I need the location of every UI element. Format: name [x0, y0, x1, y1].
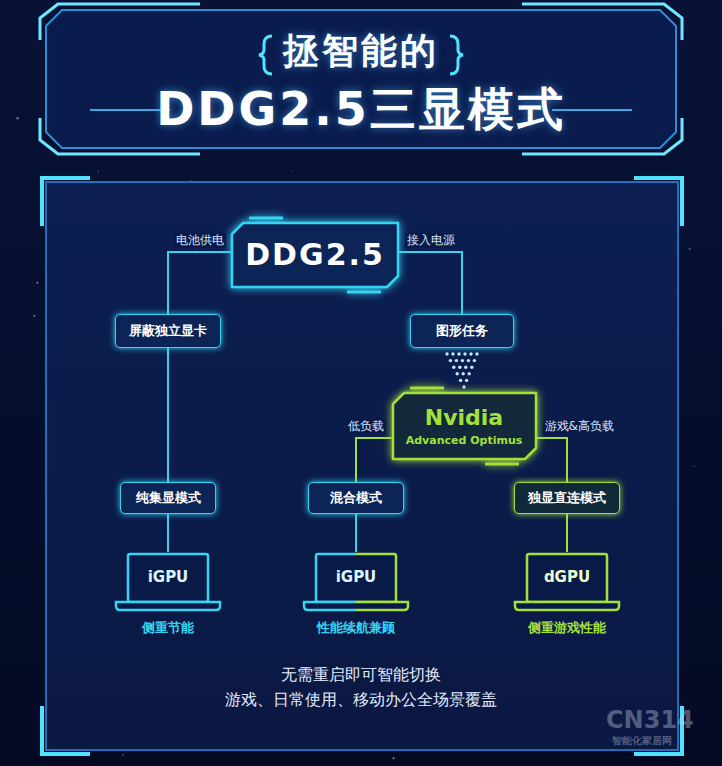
star: [97, 171, 99, 173]
connector: [168, 514, 169, 552]
title: 拯智能的 DDG2.5三显模式: [0, 22, 722, 138]
watermark: CN314: [606, 706, 694, 734]
node-label: Nvidia: [425, 405, 503, 431]
arrow-dot: [465, 379, 468, 382]
mode-box: 纯集显模式: [120, 482, 216, 514]
arrow-dot: [455, 359, 458, 362]
connector-line: [168, 252, 231, 314]
arrow-dot: [475, 352, 478, 355]
arrow-dot: [458, 366, 461, 369]
dot-arrow: [445, 352, 478, 388]
star: [692, 393, 694, 395]
connector: [356, 514, 357, 552]
star: [16, 117, 18, 119]
connector-line: [167, 348, 169, 482]
laptop-base: [116, 602, 220, 610]
laptop-node: iGPU 性能续航兼顾: [296, 552, 416, 638]
arrow-dot: [473, 359, 476, 362]
chip-tab: [347, 291, 381, 294]
arrow-dot: [464, 366, 467, 369]
arrow-dot: [456, 372, 459, 375]
connector-line: [356, 438, 392, 482]
star: [122, 754, 124, 756]
arrow-dot: [459, 379, 462, 382]
node-label: 图形任务: [436, 323, 488, 339]
arrow-dot: [463, 352, 466, 355]
star: [36, 282, 38, 284]
connector-line: [355, 514, 357, 552]
arrow-dot: [470, 366, 473, 369]
panel-corner: [42, 706, 90, 754]
arrow-dot: [469, 352, 472, 355]
bracket: [450, 36, 463, 74]
bracket: [259, 36, 272, 74]
arrow-dot: [445, 352, 448, 355]
main-panel: [46, 182, 678, 750]
edge-label: 低负载: [346, 419, 386, 434]
node-sublabel: Advanced Optimus: [406, 434, 523, 447]
node-sublabel: 性能续航兼顾: [317, 620, 395, 636]
star: [694, 466, 696, 468]
node-sublabel: 侧重游戏性能: [528, 620, 606, 636]
connector: [356, 438, 392, 482]
star: [392, 757, 394, 759]
arrow-dot: [462, 385, 465, 388]
star: [291, 170, 293, 172]
node-label: 屏蔽独立显卡: [129, 323, 207, 339]
laptop-node: iGPU 侧重节能: [108, 552, 228, 638]
connector-line: [167, 514, 169, 552]
connector-line: [537, 438, 568, 482]
panel-corner: [634, 178, 682, 226]
node-label: DDG2.5: [245, 237, 385, 273]
edge-label: 电池供电: [174, 233, 226, 248]
node-label: dGPU: [544, 552, 590, 600]
mode-box: 屏蔽独立显卡: [115, 314, 221, 348]
arrow-dot: [451, 352, 454, 355]
caption: 无需重启即可智能切换 游戏、日常使用、移动办公全场景覆盖: [0, 662, 722, 712]
mode-box: 独显直连模式: [514, 482, 620, 514]
chip-shape: [232, 223, 398, 287]
connector: [168, 348, 169, 482]
node-label: iGPU: [336, 552, 377, 600]
panel-corner: [42, 178, 90, 226]
chip-shape: [393, 393, 536, 459]
panel-corner: [40, 4, 200, 40]
edge-label: 游戏&高负载: [543, 419, 616, 434]
node-label: 混合模式: [330, 490, 382, 506]
arrow-dot: [457, 352, 460, 355]
node-label: 独显直连模式: [528, 490, 606, 506]
chip-box: NvidiaAdvanced Optimus: [392, 392, 537, 460]
arrow-dot: [461, 359, 464, 362]
mode-box: 图形任务: [410, 314, 514, 348]
connector: [168, 252, 231, 314]
laptop-base: [515, 602, 619, 610]
connector: [537, 438, 568, 482]
chip-box: DDG2.5: [231, 222, 399, 288]
arrow-dot: [449, 359, 452, 362]
node-label: 纯集显模式: [136, 490, 201, 506]
connector: [567, 514, 568, 552]
watermark: 智能化家居网: [612, 734, 672, 748]
arrow-dot: [468, 372, 471, 375]
chip-tab: [410, 387, 444, 390]
chip-tab: [485, 463, 519, 466]
connector-line: [566, 514, 568, 552]
laptop-node: dGPU 侧重游戏性能: [507, 552, 627, 638]
node-label: iGPU: [148, 552, 189, 600]
node-sublabel: 侧重节能: [142, 620, 194, 636]
mode-box: 混合模式: [308, 482, 404, 514]
arrow-dot: [467, 359, 470, 362]
chip-tab: [249, 217, 283, 220]
laptop-base: [304, 602, 408, 610]
connector: [399, 252, 462, 314]
star: [689, 248, 691, 250]
connector-line: [399, 252, 462, 314]
arrow-dot: [462, 372, 465, 375]
arrow-dot: [452, 366, 455, 369]
star: [33, 315, 35, 317]
edge-label: 接入电源: [405, 233, 457, 248]
panel-corner: [522, 4, 682, 40]
